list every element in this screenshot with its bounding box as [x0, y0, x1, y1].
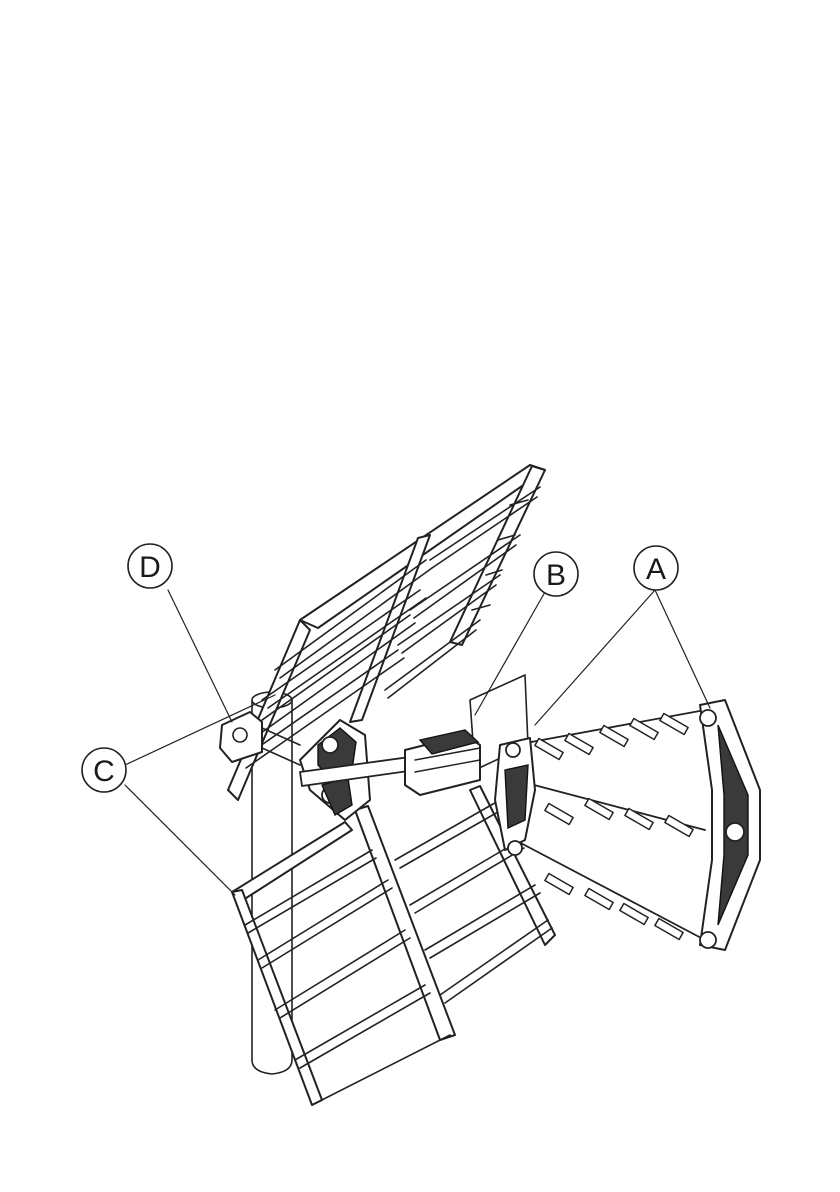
leader-line-a-1	[535, 590, 655, 725]
callout-c: C	[82, 748, 126, 792]
callout-d: D	[128, 544, 172, 588]
director-array	[515, 700, 760, 950]
callout-a: A	[634, 546, 678, 590]
callout-b: B	[534, 552, 578, 596]
callout-label-c: C	[93, 755, 115, 788]
leader-line-c-2	[125, 785, 235, 895]
callout-label-b: B	[546, 559, 566, 592]
leader-line-a-2	[655, 590, 710, 708]
amplifier-housing	[405, 730, 480, 795]
callout-label-a: A	[646, 553, 666, 586]
callout-label-d: D	[139, 551, 161, 584]
leader-line-d	[168, 590, 232, 722]
